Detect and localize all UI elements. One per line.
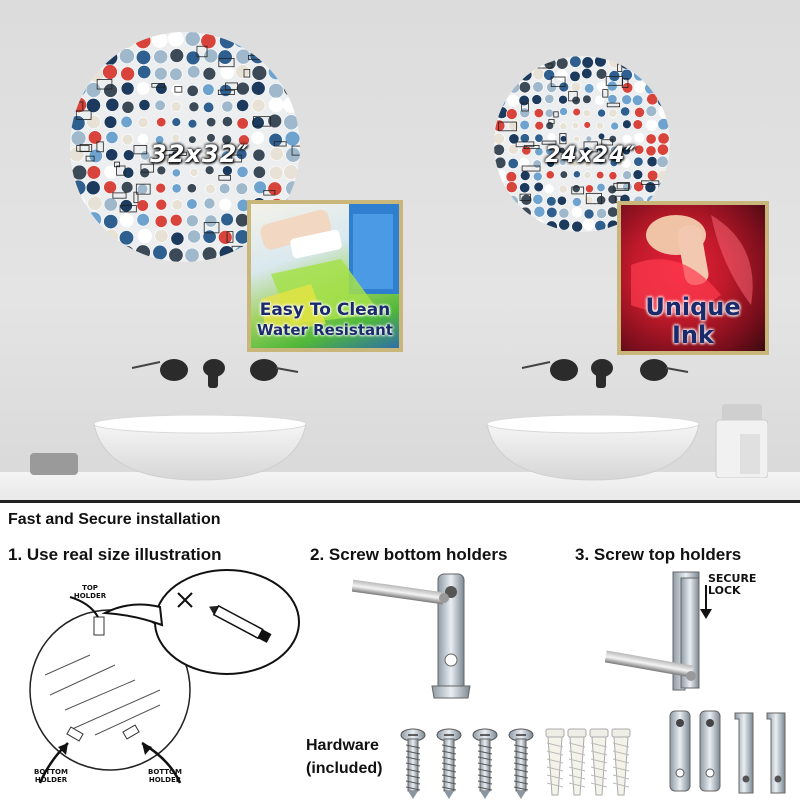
soap-dish <box>30 453 78 475</box>
wall-anchor-icon <box>611 728 631 796</box>
badge-line-2: Water Resistant <box>257 321 393 339</box>
screw-icon <box>400 728 426 799</box>
wall-anchor-icon <box>589 728 609 796</box>
mirror-size-label: 32x32″ <box>150 140 249 168</box>
top-holder-label: TOP HOLDER <box>73 584 107 600</box>
step-2-heading: 2. Screw bottom holders <box>310 545 508 564</box>
cleaning-photo <box>260 204 399 334</box>
faucet-left <box>131 359 299 388</box>
hardware-label: Hardware <box>306 737 379 754</box>
holders-set <box>669 710 786 794</box>
mirror-pattern <box>70 32 300 262</box>
step-3-heading: 3. Screw top holders <box>575 545 742 564</box>
section-divider <box>0 500 800 503</box>
badge-line-2: Ink <box>672 321 714 349</box>
bottom-holder-label-right: BOTTOM HOLDER <box>148 768 182 784</box>
unique-ink-badge: Unique Ink <box>617 201 769 355</box>
mirror-size-label: 24x24″ <box>545 143 637 168</box>
wall-anchor-icon <box>567 728 587 796</box>
step-1-heading: 1. Use real size illustration <box>8 545 222 564</box>
sink-left <box>93 414 307 481</box>
screw-icon <box>472 728 498 799</box>
faucet-right <box>521 359 689 388</box>
bathroom-scene: 32x32″ 24x24″ Easy To Clean Water Resist… <box>0 0 800 500</box>
sink-right <box>486 414 700 481</box>
countertop <box>0 472 800 500</box>
secure-lock-label: SECURE LOCK <box>708 572 757 598</box>
badge-line-1: Easy To Clean <box>259 300 391 320</box>
mirror-32-inch <box>70 32 300 262</box>
screws-and-anchors <box>400 728 631 799</box>
top-holder-illustration <box>605 571 700 691</box>
ink-photo <box>631 215 753 313</box>
screw-icon <box>508 728 534 799</box>
hardware-included-label: (included) <box>306 760 383 777</box>
screw-icon <box>436 728 462 799</box>
installation-title: Fast and Secure installation <box>8 511 221 528</box>
wall-anchor-icon <box>545 728 565 796</box>
down-arrow-icon <box>700 585 712 619</box>
bottom-holder-label-left: BOTTOM HOLDER <box>34 768 68 784</box>
badge-line-1: Unique <box>645 293 741 321</box>
easy-clean-badge: Easy To Clean Water Resistant <box>247 200 403 352</box>
bottom-holder-illustration <box>352 573 471 699</box>
real-size-illustration <box>29 569 300 784</box>
soap-dispenser <box>715 404 768 478</box>
